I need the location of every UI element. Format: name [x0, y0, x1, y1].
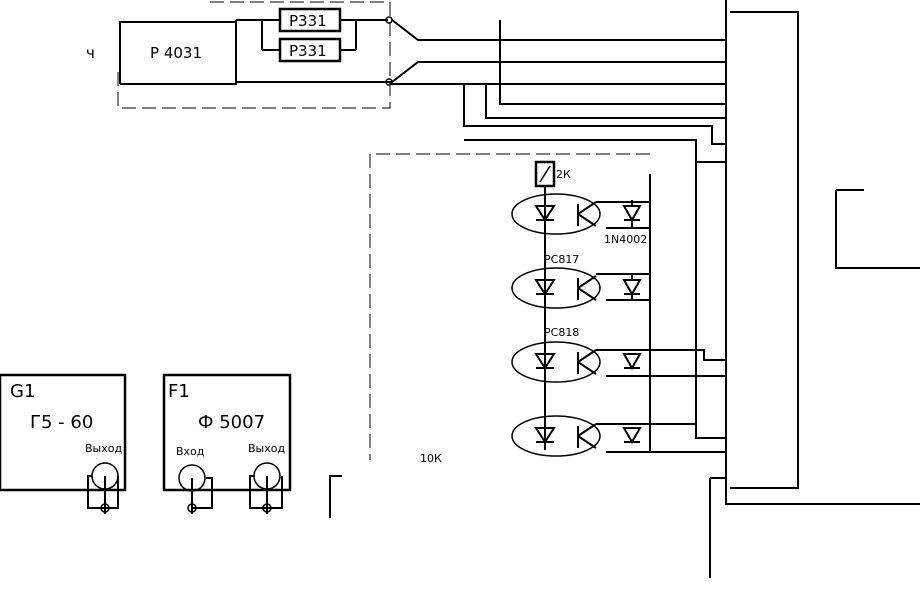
opto-label-pc818: PC818 — [544, 326, 579, 339]
opto-3-wiring — [596, 349, 726, 377]
g1-box — [0, 373, 127, 492]
opto-1-wiring — [596, 200, 651, 229]
connector-inner — [730, 11, 799, 489]
coil-2k-label: 2К — [556, 168, 571, 181]
diode-1-icon — [622, 205, 642, 223]
relay-block: ч Р 4031 Р331 Р331 — [86, 1, 726, 109]
f1-input-label: Вход — [176, 445, 205, 458]
optocoupler-block: 2К 1N4002 PC817 PC818 — [369, 140, 726, 465]
f1-box — [162, 373, 292, 492]
g1-output-lead — [87, 475, 119, 514]
relay-block-border — [117, 1, 391, 109]
g1-output-terminal — [100, 503, 110, 513]
diode-label: 1N4002 — [604, 233, 647, 246]
wire-3 — [463, 84, 726, 145]
diode-3-icon — [622, 353, 642, 371]
opto-unit-2 — [511, 267, 651, 309]
diode-2-icon — [622, 279, 642, 297]
opto-2-wiring — [596, 273, 651, 301]
wire-1 — [499, 20, 726, 105]
g1-model: Г5 - 60 — [30, 412, 93, 433]
f1-input-lead — [191, 477, 213, 514]
phototransistor-4-icon — [577, 423, 597, 449]
f1-input-terminal — [187, 503, 197, 513]
g1-output-label: Выход — [85, 442, 122, 455]
led-3-icon — [534, 353, 556, 370]
f1-id: F1 — [168, 381, 190, 402]
phototransistor-2-icon — [577, 275, 597, 301]
opto-unit-1: 1N4002 — [511, 193, 651, 246]
relay-p331-top-label: Р331 — [289, 12, 327, 30]
relay-bus — [235, 19, 263, 50]
opto-3-envelope — [511, 341, 601, 383]
opto-4-wiring — [596, 423, 726, 453]
wire-5 — [485, 84, 726, 119]
g1-generator: G1 Г5 - 60 Выход — [0, 373, 127, 514]
coil-2k-slash — [539, 165, 551, 183]
opto-4-envelope — [511, 415, 601, 457]
wiring-harness — [390, 20, 726, 163]
connector-block — [709, 0, 920, 578]
phototransistor-3-icon — [577, 349, 597, 375]
relay-p331-bottom-label: Р331 — [289, 42, 327, 60]
right-bracket — [835, 189, 920, 269]
lower-fragment-lead — [329, 475, 342, 518]
diode-4-icon — [622, 427, 642, 445]
g1-id: G1 — [10, 381, 35, 402]
relay-contacts-wiring — [262, 19, 388, 51]
connector-outer — [725, 0, 920, 505]
led-1-icon — [534, 205, 556, 222]
f1-output-label: Выход — [248, 442, 285, 455]
left-component-label-a: ч — [86, 44, 95, 62]
opto-label-pc817: PC817 — [544, 253, 579, 266]
left-component-label-b: Р 4031 — [150, 44, 202, 62]
f1-output-lead — [249, 475, 283, 514]
cut-label-10k: 10К — [420, 452, 442, 465]
wire-4 — [464, 139, 726, 163]
phototransistor-1-icon — [577, 201, 597, 227]
f1-output-terminal — [262, 503, 272, 513]
f1-model: Ф 5007 — [198, 412, 265, 433]
opto-1-envelope — [511, 193, 601, 235]
f1-meter: F1 Ф 5007 Вход Выход — [162, 373, 292, 514]
led-4-icon — [534, 427, 556, 444]
opto-block-border — [369, 153, 650, 460]
opto-2-envelope — [511, 267, 601, 309]
bottom-lead — [709, 477, 726, 578]
led-2-icon — [534, 279, 556, 296]
